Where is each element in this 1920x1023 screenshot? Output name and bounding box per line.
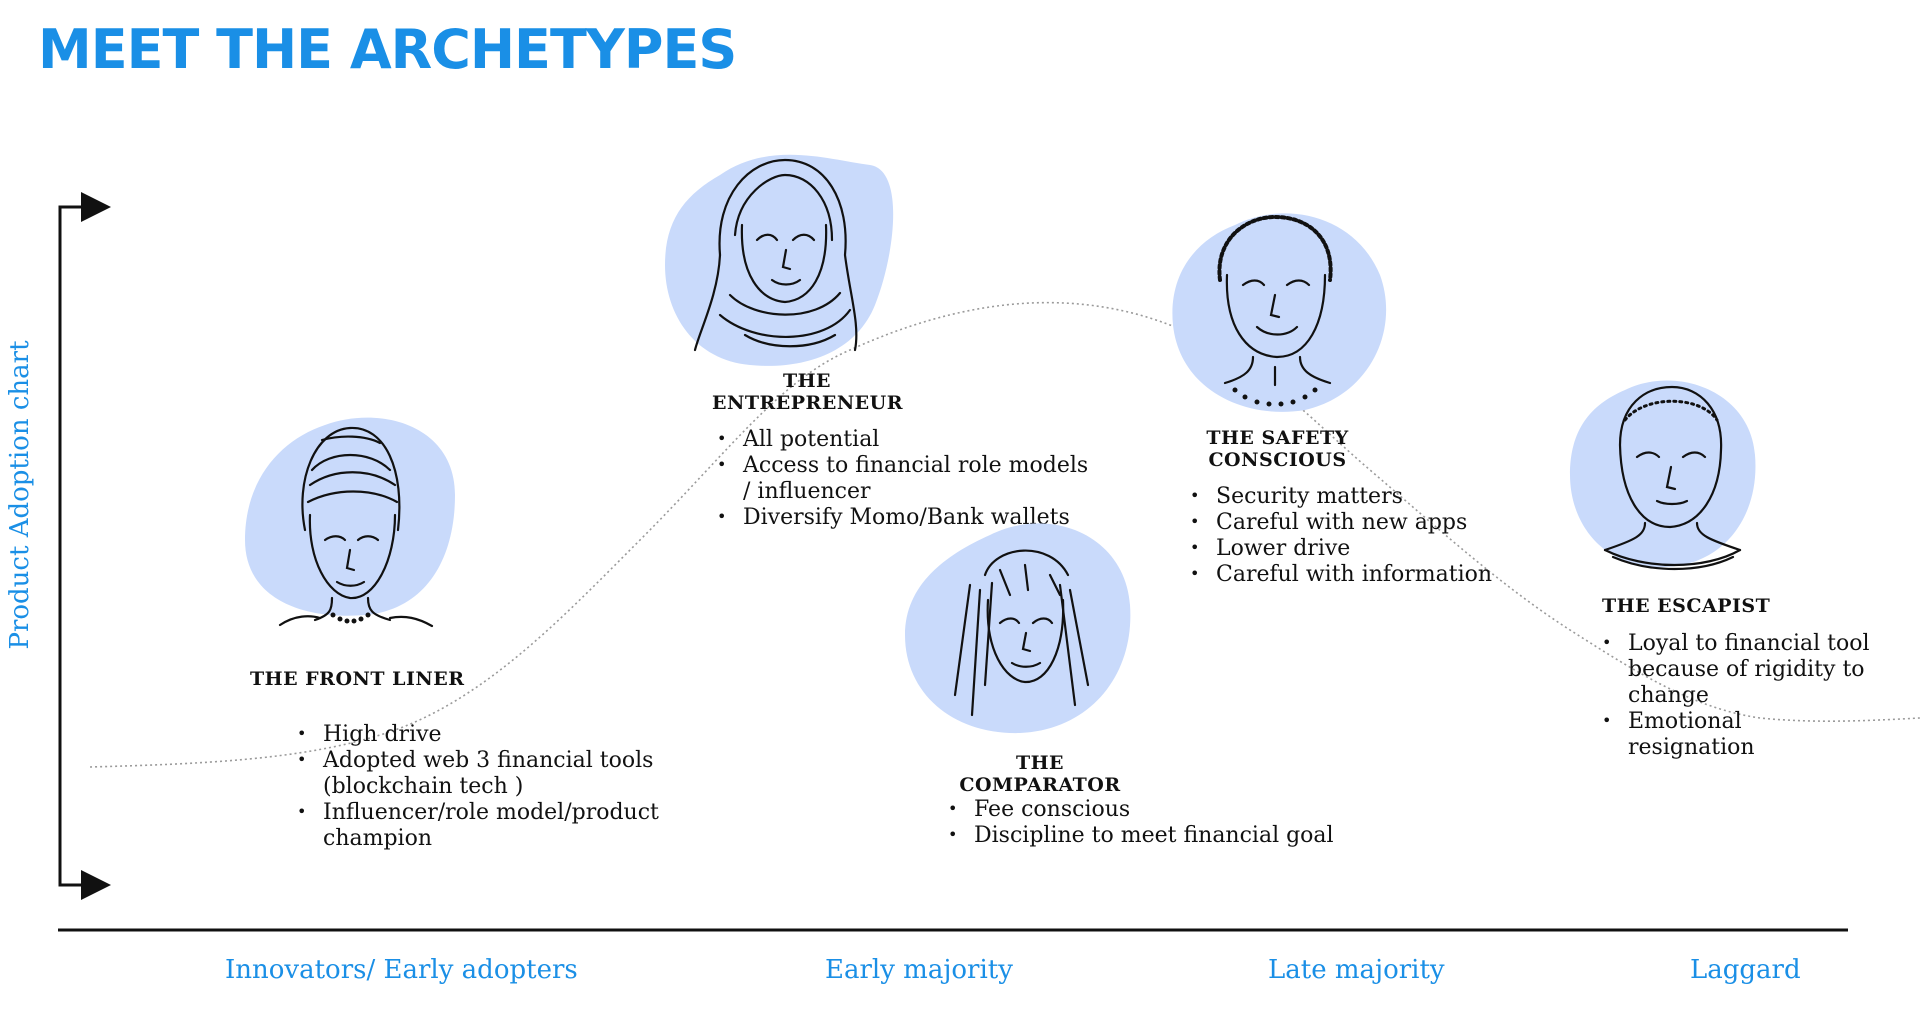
face	[1225, 273, 1327, 359]
mouth	[770, 278, 802, 286]
entrepreneur-name: THE ENTREPRENEUR	[712, 370, 904, 414]
escapist-traits: Loyal to financial tool because of rigid…	[1600, 630, 1870, 761]
mouth	[1010, 661, 1042, 668]
stage-late-majority: Late majority	[1268, 955, 1445, 985]
y-axis-bracket	[58, 205, 80, 887]
collar	[1603, 548, 1742, 571]
shoulders	[278, 615, 434, 628]
hijab	[718, 158, 858, 352]
safety-conscious-avatar	[1172, 213, 1387, 412]
face	[308, 513, 397, 600]
blue-blob	[1172, 213, 1387, 412]
entrepreneur-avatar	[665, 154, 894, 366]
list-item: High drive	[295, 721, 675, 748]
list-item: Influencer/role model/product champion	[295, 799, 675, 852]
stage-early-majority: Early majority	[825, 955, 1013, 985]
mouth	[1255, 325, 1299, 336]
list-item: Emotional resignation	[1600, 708, 1870, 761]
front-liner-traits: High drive Adopted web 3 financial tools…	[295, 721, 675, 852]
list-item: Lower drive	[1188, 535, 1608, 562]
neck	[1603, 521, 1742, 552]
neck	[313, 596, 392, 622]
list-item: Diversify Momo/Bank wallets	[715, 504, 1095, 531]
list-item: Adopted web 3 financial tools (blockchai…	[295, 747, 675, 800]
stage-laggard: Laggard	[1690, 955, 1801, 985]
neck	[1223, 355, 1332, 385]
list-item: Loyal to financial tool because of rigid…	[1600, 630, 1870, 709]
list-item: All potential	[715, 426, 1095, 453]
mouth	[335, 580, 366, 587]
front-liner-name: THE FRONT LINER	[250, 668, 465, 690]
eyes	[323, 535, 380, 542]
head	[1618, 385, 1723, 529]
eyes	[1241, 279, 1311, 287]
mouth	[1655, 499, 1689, 506]
entrepreneur-traits: All potential Access to financial role m…	[715, 426, 1095, 531]
curly-hair	[1217, 214, 1333, 282]
safety-conscious-name: THE SAFETY CONSCIOUS	[1206, 427, 1349, 471]
eyes	[1635, 451, 1707, 459]
locs	[953, 549, 1090, 717]
necklace	[330, 612, 371, 624]
hijab-folds	[718, 291, 852, 348]
blue-blob	[1570, 380, 1756, 568]
blue-blob	[245, 417, 455, 616]
escapist-name: THE ESCAPIST	[1602, 595, 1771, 617]
adoption-curve	[89, 301, 1920, 768]
comparator-traits: Fee conscious Discipline to meet financi…	[946, 796, 1366, 849]
list-item: Access to financial role models / influe…	[715, 452, 1095, 505]
safety-conscious-traits: Security matters Careful with new apps L…	[1188, 483, 1608, 588]
bead-necklace	[1232, 387, 1318, 407]
blue-blob	[665, 154, 894, 366]
eyes	[998, 617, 1054, 625]
face	[986, 598, 1065, 684]
eyes	[755, 233, 816, 242]
page-title: MEET THE ARCHETYPES	[38, 18, 737, 81]
head-wrap	[301, 426, 401, 532]
list-item: Careful with new apps	[1188, 509, 1608, 536]
blue-blob	[905, 523, 1131, 734]
list-item: Fee conscious	[946, 796, 1366, 823]
list-item: Security matters	[1188, 483, 1608, 510]
comparator-name: THE COMPARATOR	[959, 752, 1121, 796]
comparator-avatar	[905, 523, 1131, 734]
list-item: Careful with information	[1188, 561, 1608, 588]
face	[740, 223, 828, 304]
stage-innovators-early-adopters: Innovators/ Early adopters	[225, 955, 578, 985]
escapist-avatar	[1570, 380, 1756, 571]
stubble	[1623, 399, 1719, 422]
front-liner-avatar	[245, 417, 455, 628]
list-item: Discipline to meet financial goal	[946, 822, 1366, 849]
